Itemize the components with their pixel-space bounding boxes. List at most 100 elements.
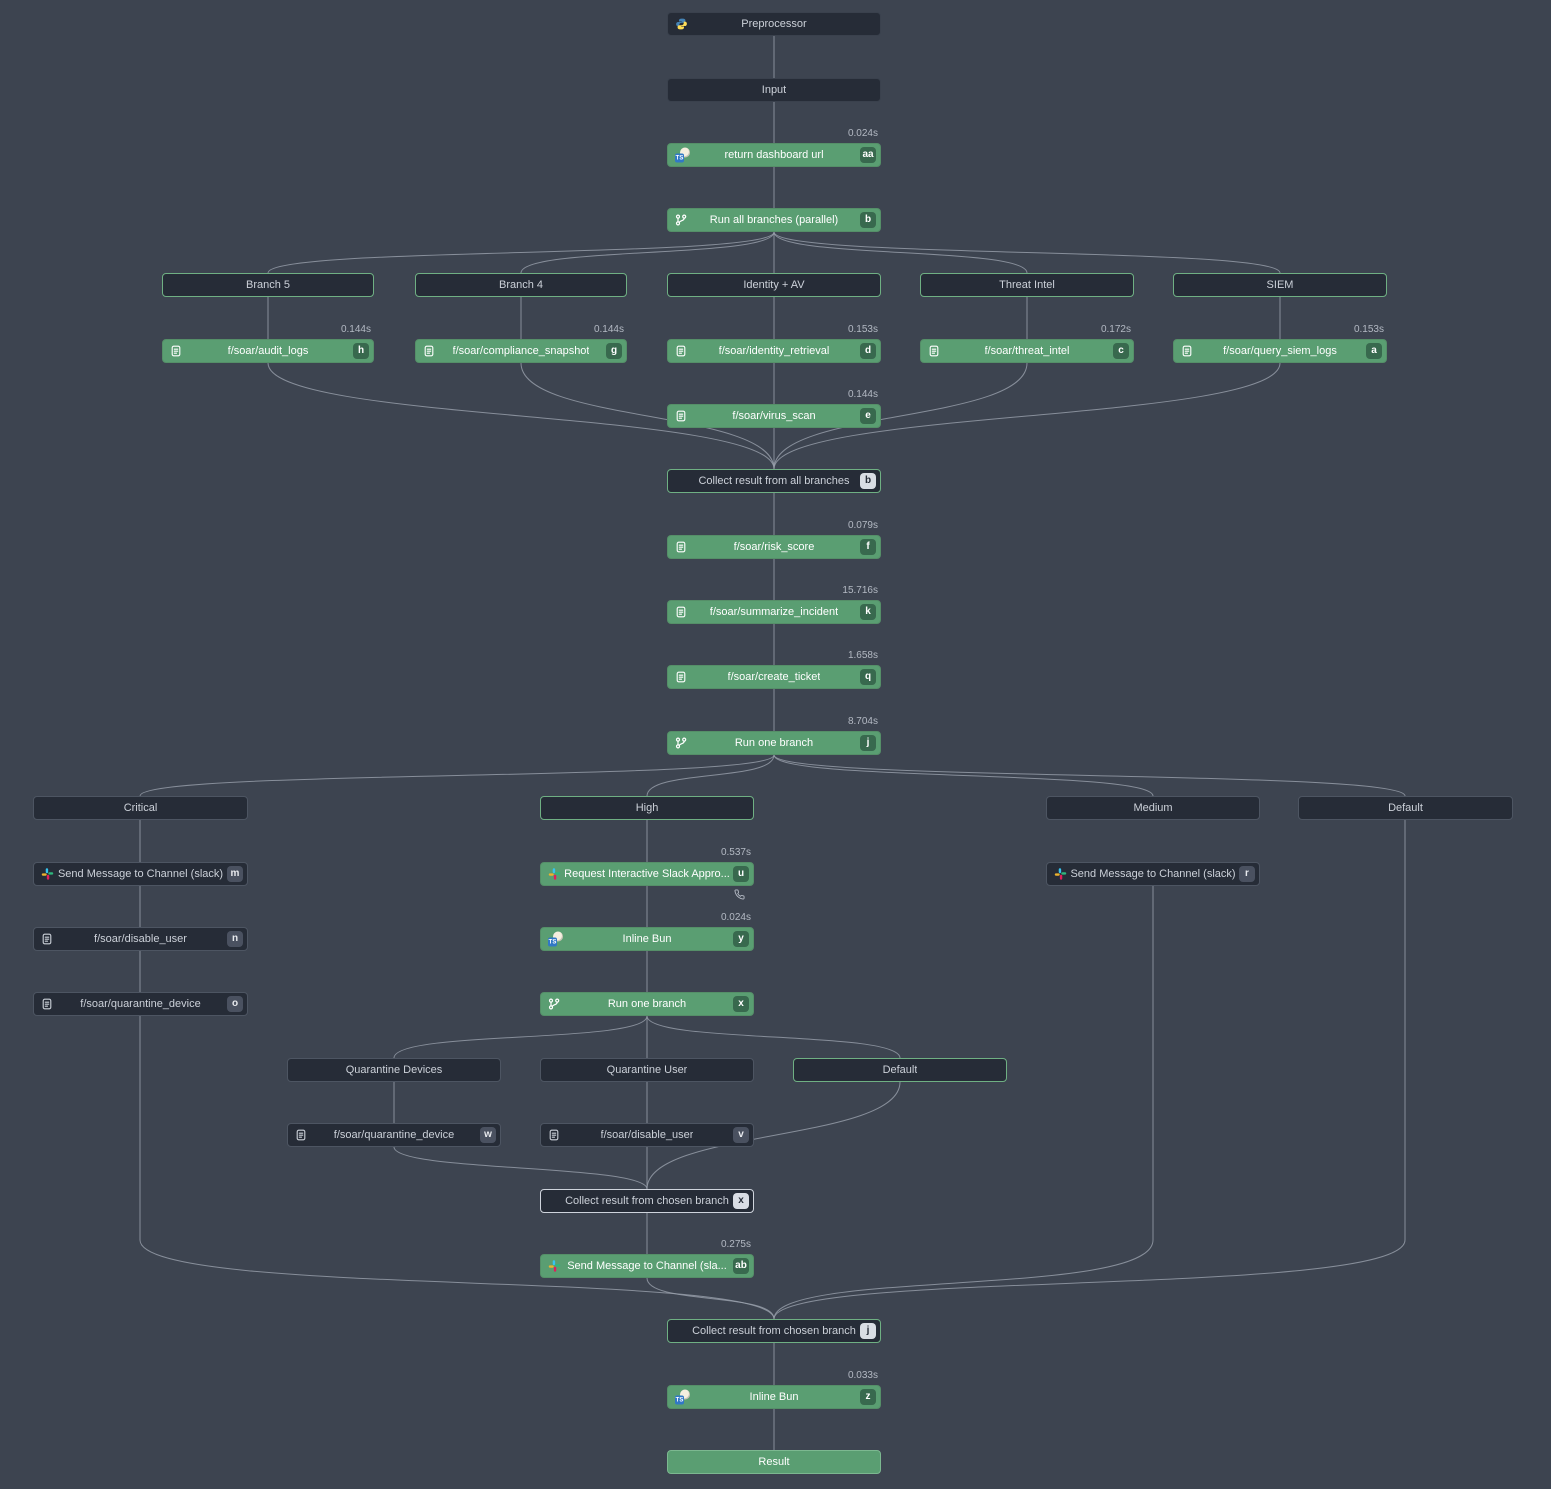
node-label: f/soar/disable_user [600,1129,694,1141]
node-input[interactable]: Input [667,78,881,102]
node-label: Run one branch [607,998,687,1010]
git-branch-icon [675,214,687,226]
node-audit-logs[interactable]: f/soar/audit_logs h 0.144s [162,325,374,363]
branch-label: SIEM [1266,279,1294,291]
node-label: Input [761,84,787,96]
branch-label: Critical [123,802,158,814]
node-label: Inline Bun [749,1391,799,1403]
node-label: Collect result from chosen branch [692,1325,856,1337]
node-label: return dashboard url [724,149,824,161]
branch-header-default-inner[interactable]: Default [793,1058,1007,1082]
step-badge: d [860,343,876,359]
node-label: f/soar/disable_user [94,933,187,945]
node-create-ticket[interactable]: f/soar/create_ticket q 1.658s [667,651,881,689]
branch-label: Default [1388,802,1423,814]
node-compliance-snapshot[interactable]: f/soar/compliance_snapshot g 0.144s [415,325,627,363]
node-label: f/soar/compliance_snapshot [452,345,590,357]
node-inline-bun-final[interactable]: TS Inline Bun z 0.033s [667,1371,881,1409]
node-preprocessor[interactable]: Preprocessor [667,12,881,36]
node-summarize-incident[interactable]: f/soar/summarize_incident k 15.716s [667,586,881,624]
node-inline-bun-high[interactable]: TS Inline Bun y 0.024s [540,913,754,951]
branch-header-siem[interactable]: SIEM [1173,273,1387,297]
duration-label: 0.144s [847,389,878,400]
step-badge: x [733,996,749,1012]
duration-label: 0.024s [720,912,751,923]
branch-header-high[interactable]: High [540,796,754,820]
node-label: f/soar/summarize_incident [709,606,839,618]
step-badge: j [860,1323,876,1339]
script-icon [1181,345,1193,357]
node-disable-user-inner[interactable]: f/soar/disable_user v [540,1123,754,1147]
node-label: f/soar/query_siem_logs [1223,345,1337,357]
node-result[interactable]: Result [667,1450,881,1474]
node-label: f/soar/quarantine_device [333,1129,455,1141]
node-run-one-branch-outer[interactable]: Run one branch j 8.704s [667,717,881,755]
duration-label: 0.079s [847,520,878,531]
duration-label: 0.153s [1353,324,1384,335]
branch-header-quarantine-user[interactable]: Quarantine User [540,1058,754,1082]
step-badge: r [1239,866,1255,882]
bun-typescript-icon: TS [675,1389,690,1405]
node-label: Request Interactive Slack Appro... [564,868,730,880]
branch-header-branch-4[interactable]: Branch 4 [415,273,627,297]
step-badge: j [860,735,876,751]
duration-label: 0.537s [720,847,751,858]
node-label: f/soar/risk_score [733,541,815,553]
branch-header-quarantine-devices[interactable]: Quarantine Devices [287,1058,501,1082]
node-disable-user-critical[interactable]: f/soar/disable_user n [33,927,248,951]
script-icon [295,1129,307,1141]
step-badge: f [860,539,876,555]
script-icon [675,541,687,553]
node-label: f/soar/audit_logs [227,345,309,357]
node-identity-retrieval[interactable]: f/soar/identity_retrieval d 0.153s [667,325,881,363]
node-quarantine-device-inner[interactable]: f/soar/quarantine_device w [287,1123,501,1147]
branch-header-default-outer[interactable]: Default [1298,796,1513,820]
step-badge: b [860,473,876,489]
branch-label: Threat Intel [999,279,1055,291]
node-send-slack-critical[interactable]: Send Message to Channel (slack) m [33,862,248,886]
node-run-all-branches[interactable]: Run all branches (parallel) b [667,208,881,232]
node-slack-approval[interactable]: Request Interactive Slack Appro... u 0.5… [540,848,754,886]
duration-label: 1.658s [847,650,878,661]
node-send-slack-post[interactable]: Send Message to Channel (sla... ab 0.275… [540,1240,754,1278]
script-icon [675,671,687,683]
step-badge: q [860,669,876,685]
branch-header-critical[interactable]: Critical [33,796,248,820]
branch-header-medium[interactable]: Medium [1046,796,1260,820]
branch-header-threat-intel[interactable]: Threat Intel [920,273,1134,297]
script-icon [675,606,687,618]
node-run-one-branch-inner[interactable]: Run one branch x [540,992,754,1016]
duration-label: 8.704s [847,716,878,727]
node-collect-all-branches[interactable]: Collect result from all branches b [667,469,881,493]
branch-header-branch-5[interactable]: Branch 5 [162,273,374,297]
git-branch-icon [548,998,560,1010]
step-badge: h [353,343,369,359]
bun-typescript-icon: TS [548,931,563,947]
node-label: f/soar/quarantine_device [80,998,201,1010]
branch-label: Quarantine User [606,1064,688,1076]
node-query-siem-logs[interactable]: f/soar/query_siem_logs a 0.153s [1173,325,1387,363]
step-badge: c [1113,343,1129,359]
branch-label: Medium [1133,802,1173,814]
node-label: f/soar/create_ticket [727,671,821,683]
node-send-slack-medium[interactable]: Send Message to Channel (slack) r [1046,862,1260,886]
node-label: Send Message to Channel (slack) [57,868,224,880]
node-return-dashboard-url[interactable]: TS return dashboard url aa 0.024s [667,129,881,167]
duration-label: 15.716s [842,585,878,596]
branch-label: Quarantine Devices [345,1064,443,1076]
node-threat-intel[interactable]: f/soar/threat_intel c 0.172s [920,325,1134,363]
node-risk-score[interactable]: f/soar/risk_score f 0.079s [667,521,881,559]
step-badge: y [733,931,749,947]
script-icon [41,998,53,1010]
node-virus-scan[interactable]: f/soar/virus_scan e 0.144s [667,390,881,428]
duration-label: 0.033s [847,1370,878,1381]
step-badge: a [1366,343,1382,359]
step-badge: aa [860,147,876,163]
step-badge: n [227,931,243,947]
step-badge: w [480,1127,496,1143]
node-collect-inner-branch[interactable]: Collect result from chosen branch x [540,1189,754,1213]
branch-header-identity-av[interactable]: Identity + AV [667,273,881,297]
node-collect-outer-branch[interactable]: Collect result from chosen branch j [667,1319,881,1343]
node-label: Result [758,1456,790,1468]
node-quarantine-device-critical[interactable]: f/soar/quarantine_device o [33,992,248,1016]
